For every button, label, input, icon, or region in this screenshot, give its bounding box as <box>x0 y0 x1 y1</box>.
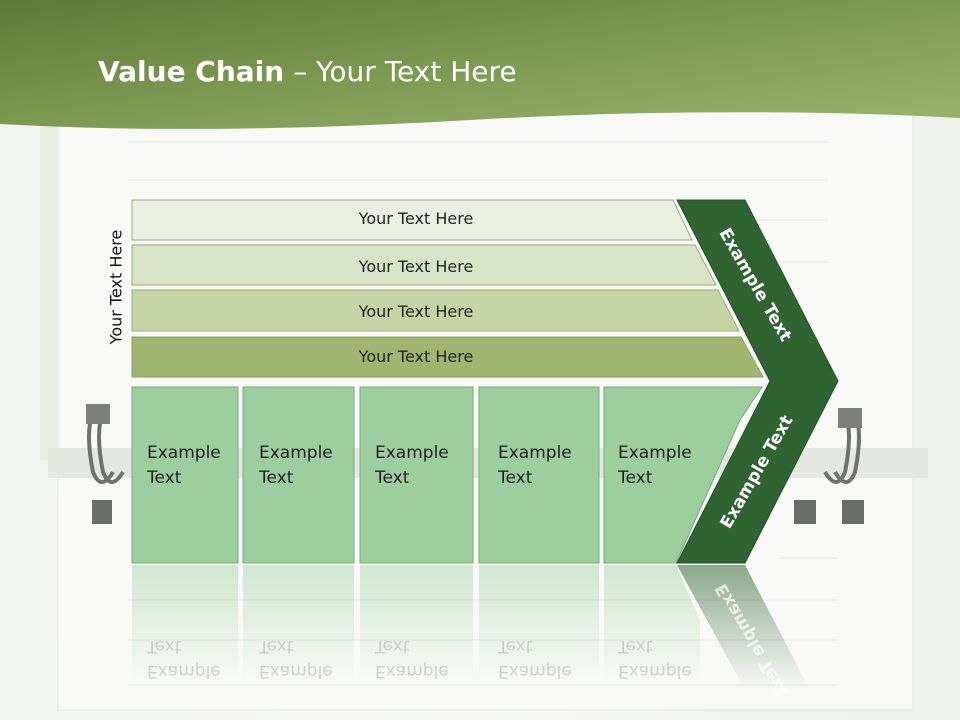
activity-box-2 <box>242 386 355 564</box>
reflection-text-3: Example Text <box>375 633 485 683</box>
reflection-2 <box>243 565 354 685</box>
reflection-text-1: Example Text <box>147 633 257 683</box>
reflection-3-line1: Example <box>375 661 449 681</box>
reflection-3-line2: Text <box>375 636 410 656</box>
reflection-chevron <box>677 565 810 690</box>
title-rest: – Your Text Here <box>284 55 517 88</box>
reflection-1-line2: Text <box>147 636 182 656</box>
reflection-text-4: Example Text <box>498 633 608 683</box>
activity-box-5-line2: Text <box>618 468 653 488</box>
binder-base-mid <box>794 500 816 524</box>
row-2 <box>131 244 717 286</box>
reflection-4-line2: Text <box>498 636 533 656</box>
reflection-text-5: Example Text <box>618 633 728 683</box>
binder-base-left <box>92 500 112 524</box>
activity-box-5-line1: Example <box>618 443 692 463</box>
binder-clip-right <box>838 408 862 428</box>
reflection-1 <box>132 565 238 685</box>
header-band <box>0 0 960 129</box>
notebook-edge <box>40 110 58 460</box>
binder-rings-left <box>87 411 125 484</box>
reflection-1-line1: Example <box>147 661 221 681</box>
reflection-5-line2: Text <box>618 636 653 656</box>
activity-box-2-line2: Text <box>259 468 294 488</box>
activity-box-3-line2: Text <box>375 468 410 488</box>
reflection-5 <box>604 565 700 685</box>
reflection-text-2: Example Text <box>259 633 369 683</box>
binder-base-right <box>842 500 864 524</box>
activity-box-3 <box>359 386 474 564</box>
side-label: Your Text Here <box>106 229 126 345</box>
reflection-4 <box>479 565 599 685</box>
reflection-3 <box>360 565 473 685</box>
reflection-2-line1: Example <box>259 661 333 681</box>
activity-box-1-line2: Text <box>147 468 182 488</box>
row-2-label: Your Text Here <box>358 257 474 276</box>
row-4 <box>131 336 764 378</box>
activity-box-4-line2: Text <box>498 468 533 488</box>
margin-chevron <box>676 199 839 564</box>
reflection-5-line1: Example <box>618 661 692 681</box>
activity-box-5 <box>603 386 763 564</box>
activity-box-1-line1: Example <box>147 443 221 463</box>
title-bold: Value Chain <box>98 55 285 88</box>
row-4-label: Your Text Here <box>358 347 474 366</box>
row-1 <box>131 199 693 241</box>
reflection-2-line2: Text <box>259 636 294 656</box>
activity-box-4-line1: Example <box>498 443 572 463</box>
activity-box-3-line1: Example <box>375 443 449 463</box>
slide-title: Value Chain – Your Text Here <box>98 55 517 88</box>
activity-box-4 <box>478 386 600 564</box>
reflection-4-line1: Example <box>498 661 572 681</box>
activity-box-2-line1: Example <box>259 443 333 463</box>
binder-clip-left <box>86 404 110 424</box>
row-1-label: Your Text Here <box>358 209 474 228</box>
row-3 <box>131 289 740 332</box>
row-3-label: Your Text Here <box>358 302 474 321</box>
activity-box-1 <box>131 386 239 564</box>
